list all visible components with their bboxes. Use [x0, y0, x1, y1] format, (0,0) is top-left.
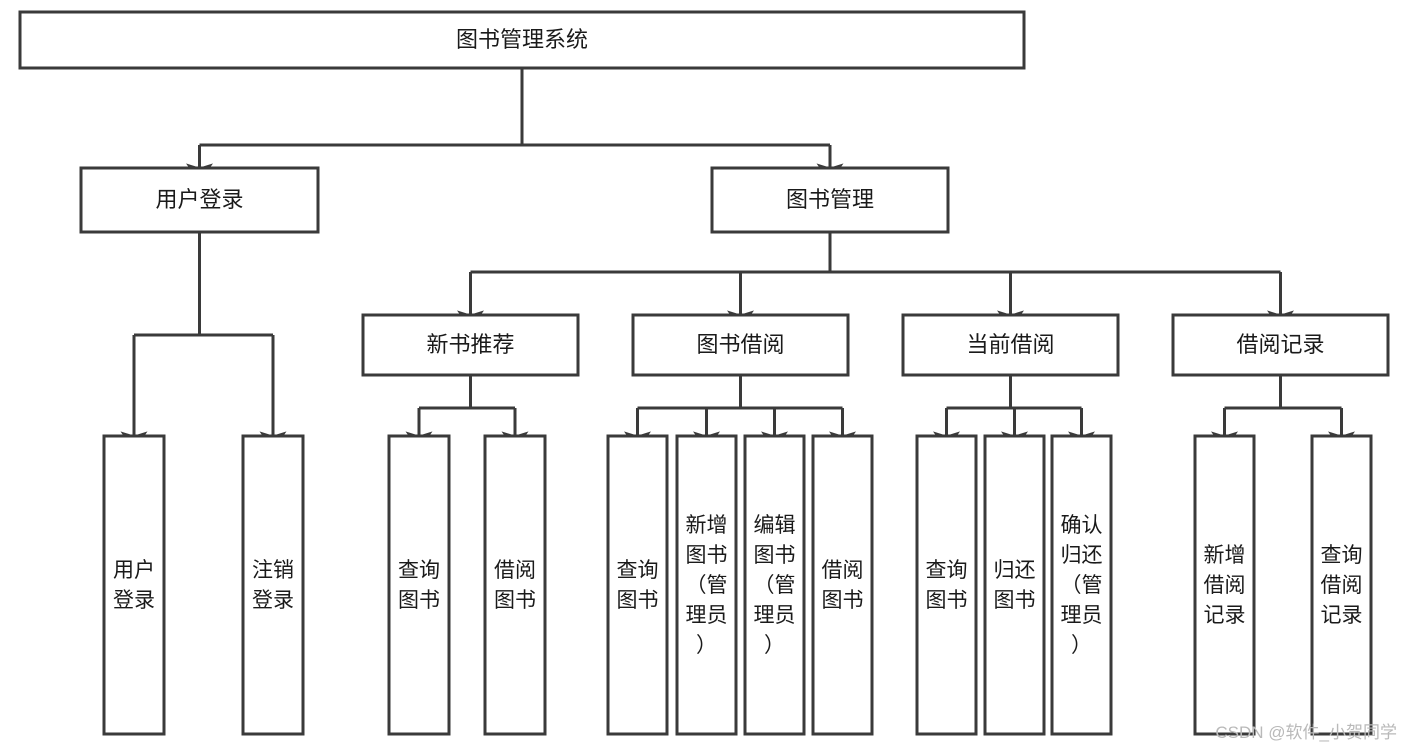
level3-node-new-book-rec[interactable]: 新书推荐	[361, 313, 580, 377]
leaf-label-line: 查询	[617, 559, 659, 582]
leaf-label-line: 图书	[754, 544, 796, 567]
level3-node-current-borrow[interactable]: 当前借阅	[901, 313, 1120, 377]
leaf-label-line: 注销	[252, 559, 294, 582]
leaf-label-line: ）	[764, 634, 785, 657]
root-node-root[interactable]: 图书管理系统	[18, 10, 1026, 70]
leaf-label-line: 查询	[926, 559, 968, 582]
leaf-label-line: 归还	[994, 559, 1036, 582]
leaf-label-line: （管	[754, 574, 796, 597]
leaf-label-line: ）	[1071, 634, 1092, 657]
leaf-label-line: 用户	[113, 559, 155, 582]
leaf-label-line: 确认	[1061, 514, 1103, 537]
diagram-nodes: 图书管理系统用户登录图书管理新书推荐图书借阅当前借阅借阅记录用户登录注销登录查询…	[18, 10, 1390, 736]
leaf-label-line: 借阅	[822, 559, 864, 582]
leaf-label-line: 借阅	[1321, 574, 1363, 597]
node-label: 当前借阅	[966, 332, 1054, 357]
node-label: 新书推荐	[426, 332, 514, 357]
node-label: 图书管理系统	[456, 27, 588, 52]
leaf-label-line: 图书	[686, 544, 728, 567]
connector-edges	[120, 68, 1355, 451]
leaf-label-line: 图书	[617, 589, 659, 612]
leaf-label-line: （管	[686, 574, 728, 597]
leaf-label-line: 借阅	[494, 559, 536, 582]
level3-node-borrow-record[interactable]: 借阅记录	[1171, 313, 1390, 377]
leaf-label-line: 编辑	[754, 514, 796, 537]
leaf-label-line: （管	[1061, 574, 1103, 597]
leaf-label-line: 图书	[494, 589, 536, 612]
node-label: 用户登录	[155, 187, 243, 212]
leaf-node-leaf-user-login[interactable]: 用户登录	[102, 434, 166, 736]
level2-node-book-manage[interactable]: 图书管理	[710, 166, 950, 234]
leaf-label-line: 理员	[686, 604, 728, 627]
leaf-label-line: 查询	[398, 559, 440, 582]
leaf-label-line: 图书	[822, 589, 864, 612]
leaf-label-line: 理员	[754, 604, 796, 627]
node-label: 借阅记录	[1236, 332, 1324, 357]
leaf-label-line: ）	[696, 634, 717, 657]
leaf-label-line: 借阅	[1204, 574, 1246, 597]
node-label: 图书借阅	[696, 332, 784, 357]
level3-node-book-borrow[interactable]: 图书借阅	[631, 313, 850, 377]
leaf-label-line: 图书	[994, 589, 1036, 612]
leaf-label-line: 新增	[686, 514, 728, 537]
watermark-text: CSDN @软件_小贺同学	[1215, 723, 1397, 742]
leaf-label-line: 图书	[926, 589, 968, 612]
level2-node-user-login[interactable]: 用户登录	[79, 166, 320, 234]
leaf-label-line: 记录	[1204, 604, 1246, 627]
leaf-label-line: 登录	[252, 589, 294, 612]
leaf-label-line: 图书	[398, 589, 440, 612]
node-label: 图书管理	[786, 187, 874, 212]
leaf-label-line: 登录	[113, 589, 155, 612]
leaf-label-line: 查询	[1321, 544, 1363, 567]
leaf-label-line: 理员	[1061, 604, 1103, 627]
leaf-label-line: 记录	[1321, 604, 1363, 627]
leaf-label-line: 新增	[1204, 544, 1246, 567]
leaf-label-line: 归还	[1061, 544, 1103, 567]
